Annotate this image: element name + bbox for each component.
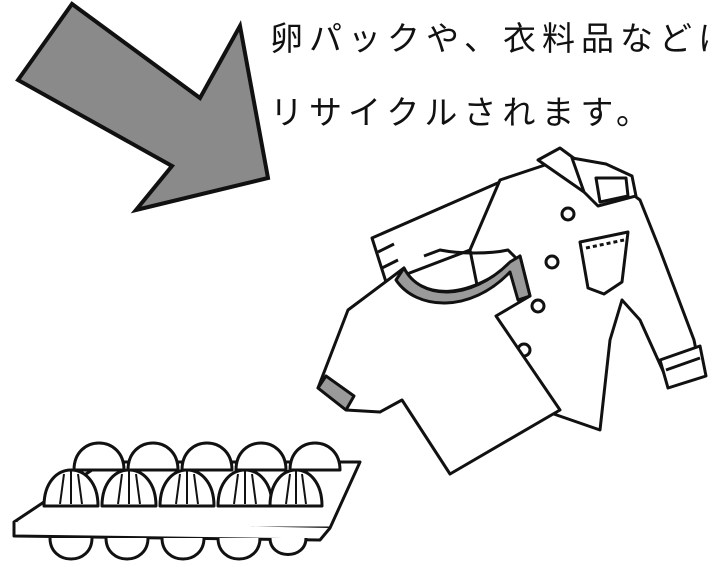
caption-text: 卵パックや、衣料品などに リサイクルされます。 [270,2,710,150]
caption-line-1: 卵パックや、衣料品などに [270,19,710,58]
shirt-icon [316,248,562,476]
arrow-icon [15,1,271,214]
caption-line-2: リサイクルされます。 [270,93,656,132]
egg-carton-icon [12,441,362,561]
